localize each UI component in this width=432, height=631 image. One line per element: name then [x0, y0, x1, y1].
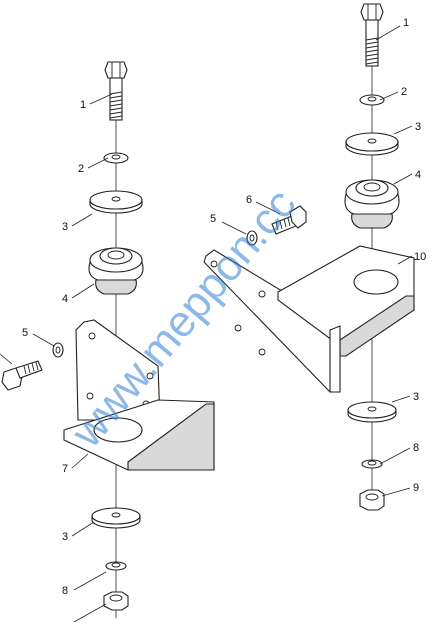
right-leader-lines — [221, 25, 413, 497]
left-callout-bolt: 1 — [80, 99, 86, 111]
right-callout-bolt: 1 — [403, 17, 409, 29]
left-side-bolt — [1, 360, 43, 391]
right-bracket — [203, 245, 415, 393]
right-top-plate — [345, 132, 399, 156]
left-bottom-washer — [105, 561, 127, 571]
right-bottom-washer — [361, 459, 383, 469]
left-lock-washer — [52, 342, 64, 358]
left-washer — [103, 152, 129, 164]
right-lock-washer — [246, 230, 258, 246]
right-washer — [359, 94, 385, 106]
left-bolt — [104, 61, 128, 121]
left-callout-lock-washer: 5 — [22, 327, 28, 339]
left-callout-washer: 2 — [78, 163, 84, 175]
right-callout-nut: 9 — [413, 482, 419, 494]
left-top-plate — [89, 190, 143, 214]
right-callout-lock-washer: 5 — [210, 213, 216, 225]
left-bracket — [63, 319, 215, 471]
right-bottom-plate — [347, 401, 397, 423]
left-callout-mount: 4 — [62, 293, 68, 305]
right-side-bolt — [271, 205, 307, 235]
left-assembly: 1 2 3 4 5 7 3 8 — [0, 61, 215, 623]
right-nut — [359, 489, 385, 511]
left-rubber-mount — [88, 247, 144, 295]
right-callout-plate-top: 3 — [415, 121, 421, 133]
right-callout-bracket: 10 — [414, 251, 426, 263]
right-callout-side-bolt: 6 — [246, 194, 252, 206]
right-callout-washer: 2 — [401, 86, 407, 98]
left-leader-lines — [0, 93, 113, 623]
left-callout-plate-top: 3 — [62, 221, 68, 233]
left-callout-plate-bottom: 3 — [62, 531, 68, 543]
right-callout-plate-bottom: 3 — [413, 391, 419, 403]
right-callout-washer-bottom: 8 — [413, 442, 419, 454]
left-callout-bracket: 7 — [62, 463, 68, 475]
right-bolt — [360, 3, 384, 67]
left-bottom-plate — [91, 507, 141, 529]
right-assembly: 1 2 3 4 5 6 10 3 8 9 — [203, 3, 426, 511]
left-nut — [103, 591, 129, 611]
right-callout-mount: 4 — [415, 169, 421, 181]
right-rubber-mount — [344, 179, 400, 229]
left-callout-washer-bottom: 8 — [62, 585, 68, 597]
